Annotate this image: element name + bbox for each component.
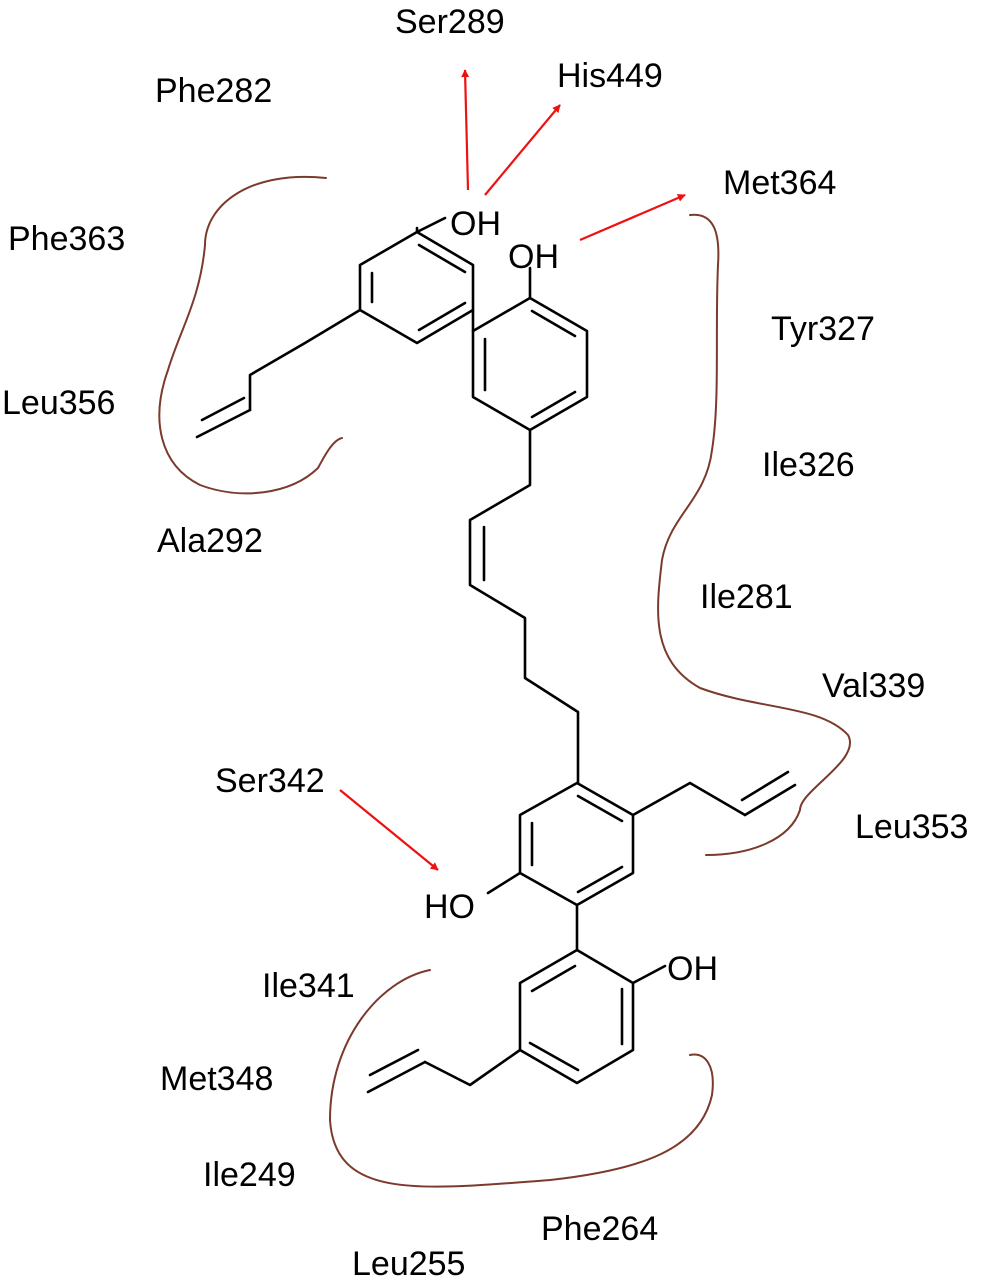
residue-leu356: Leu356 <box>2 384 115 422</box>
residue-ile341: Ile341 <box>262 967 355 1005</box>
atom-label-ho-middle: HO <box>424 888 475 926</box>
residue-leu255: Leu255 <box>352 1245 465 1283</box>
pocket-outline-upper-left <box>158 175 343 495</box>
residue-val339: Val339 <box>822 667 925 705</box>
atom-label-oh-top-b: OH <box>508 238 559 276</box>
ring-b <box>471 296 589 432</box>
residue-phe282: Phe282 <box>155 72 272 110</box>
hbond-arrow-ser342 <box>339 789 439 871</box>
residue-his449: His449 <box>557 57 663 95</box>
hbond-arrow-met364 <box>579 193 686 242</box>
residue-ser342: Ser342 <box>215 762 325 800</box>
atom-labels: OH OH HO OH <box>424 205 718 988</box>
residue-tyr327: Tyr327 <box>771 310 875 348</box>
residue-labels: Ser289 His449 Phe282 Met364 Phe363 Tyr32… <box>2 3 968 1283</box>
residue-ile326: Ile326 <box>762 446 855 484</box>
residue-met364: Met364 <box>723 164 836 202</box>
binding-pocket-outlines <box>158 175 852 1188</box>
hbond-arrow-ser289 <box>461 69 470 191</box>
ligand-structure <box>195 216 797 1094</box>
hbond-arrow-his449 <box>484 104 561 196</box>
residue-phe363: Phe363 <box>8 220 125 258</box>
residue-ala292: Ala292 <box>157 522 263 560</box>
residue-leu353: Leu353 <box>855 808 968 846</box>
residue-ile249: Ile249 <box>203 1156 296 1194</box>
interaction-arrows <box>339 69 686 871</box>
atom-label-oh-top-a: OH <box>450 205 501 243</box>
atom-label-oh-bottom: OH <box>667 950 718 988</box>
residue-ile281: Ile281 <box>700 578 793 616</box>
ring-a <box>358 230 475 345</box>
pocket-outline-bottom <box>328 969 714 1188</box>
pocket-outline-right <box>657 213 852 856</box>
residue-phe264: Phe264 <box>541 1210 658 1248</box>
residue-met348: Met348 <box>160 1060 273 1098</box>
ring-c <box>518 781 635 907</box>
residue-ser289: Ser289 <box>395 3 505 41</box>
ring-d <box>518 948 635 1085</box>
